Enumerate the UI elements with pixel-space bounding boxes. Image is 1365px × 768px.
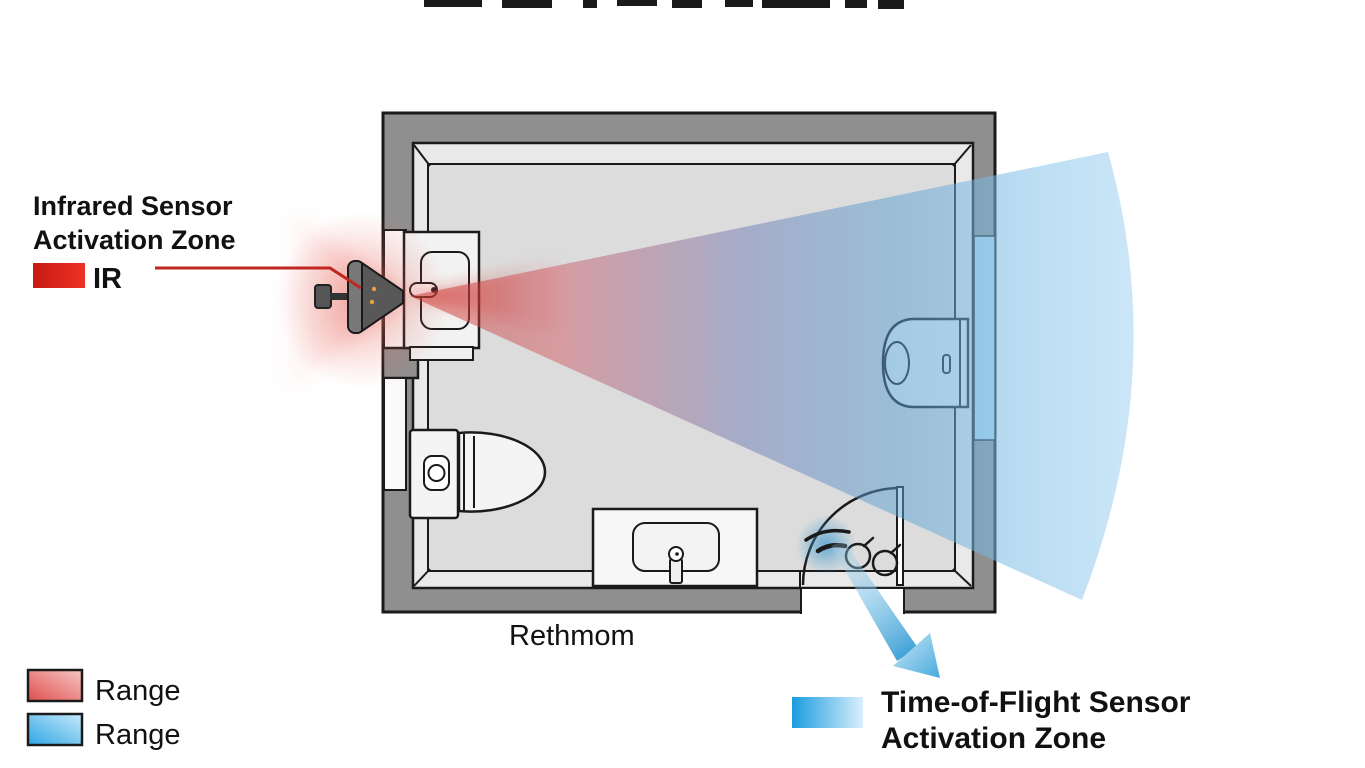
legend-blue-swatch [26,712,84,747]
tof-arrow-icon [893,633,940,678]
ir-tag: IR [93,263,122,295]
faucet [669,558,683,584]
sink-vanity [591,507,759,588]
toilet-bowl [457,431,547,513]
legend-blue-label: Range [95,719,180,751]
ir-swatch [33,263,85,288]
sensor-range-cone [410,152,1134,600]
tof-swatch [792,697,863,728]
door-knob-icon-2 [871,543,902,577]
tof-label-line1: Time-of-Flight Sensor [881,686,1191,719]
ir-pointer-line [155,266,362,290]
cropped-title-fragments [424,0,904,9]
corner-bevels [413,144,972,587]
tof-beam [831,540,918,661]
infrared-label-line2: Activation Zone [33,225,236,255]
ir-sensor-device [314,260,404,334]
toilet [408,428,547,520]
legend-red-swatch [26,668,84,703]
ir-core-beam [410,258,565,334]
tof-label-line2: Activation Zone [881,722,1106,755]
tof-label: Time-of-Flight Sensor Activation Zone [792,686,1191,755]
infrared-label-line1: Infrared Sensor [33,191,233,221]
flush-button [427,464,446,482]
legend-red-label: Range [95,675,180,707]
infrared-label: Infrared Sensor Activation Zone IR [33,191,236,295]
room-label: Rethmom [509,620,635,652]
left-wall-thin-section [383,377,407,491]
sensor-knob [314,284,332,309]
legend: Range Range [26,668,180,751]
